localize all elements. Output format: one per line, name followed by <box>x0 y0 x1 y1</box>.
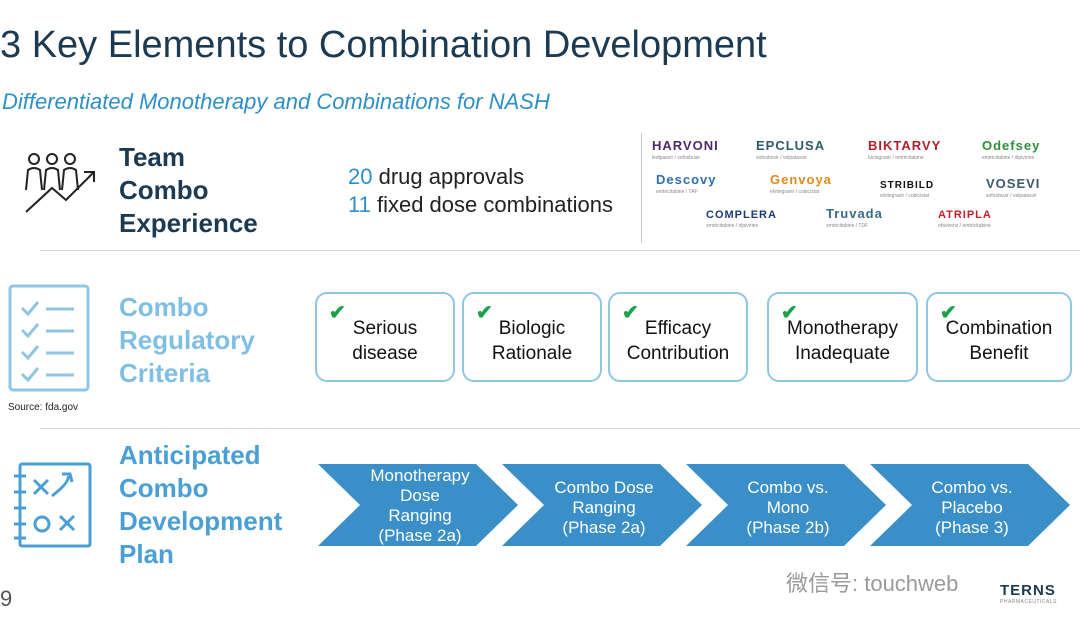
phase-3-text: Combo vs.Mono(Phase 2b) <box>746 478 830 537</box>
phase-arrow-3 <box>686 464 886 546</box>
section-divider-2 <box>40 428 1080 429</box>
combo-regulatory-criteria-label: Combo Regulatory Criteria <box>119 292 255 388</box>
check-icon: ✔ <box>622 302 639 324</box>
experience-stats: 20 drug approvals 11 fixed dose combinat… <box>348 163 613 219</box>
check-icon: ✔ <box>940 302 957 324</box>
development-plan-label: Anticipated Combo Development Plan <box>119 440 283 569</box>
slide-subtitle: Differentiated Monotherapy and Combinati… <box>2 89 550 114</box>
phase-4-text: Combo vs.Placebo(Phase 3) <box>931 478 1013 537</box>
stat-drug-approvals: 20 drug approvals <box>348 164 525 189</box>
phase-arrow-4 <box>870 464 1070 546</box>
team-growth-icon <box>25 153 95 213</box>
stat-fixed-dose: 11 fixed dose combinations <box>348 192 613 217</box>
phase-arrow-2 <box>502 464 702 546</box>
page-number: 9 <box>0 586 13 611</box>
company-logo: TERNS PHARMACEUTICALS <box>1000 582 1057 605</box>
team-combo-experience-label: Team Combo Experience <box>119 142 258 238</box>
watermark: 微信号: touchweb <box>786 571 959 596</box>
slide-title: 3 Key Elements to Combination Developmen… <box>0 24 767 66</box>
check-icon: ✔ <box>781 302 798 324</box>
checklist-icon <box>8 284 90 392</box>
stats-divider <box>641 133 642 243</box>
check-icon: ✔ <box>476 302 493 324</box>
check-icon: ✔ <box>329 302 346 324</box>
phase-arrow-1 <box>318 464 518 546</box>
phase-arrows <box>318 464 1070 546</box>
section-divider-1 <box>40 250 1080 251</box>
source-note: Source: fda.gov <box>8 402 79 413</box>
game-plan-icon <box>14 462 92 548</box>
